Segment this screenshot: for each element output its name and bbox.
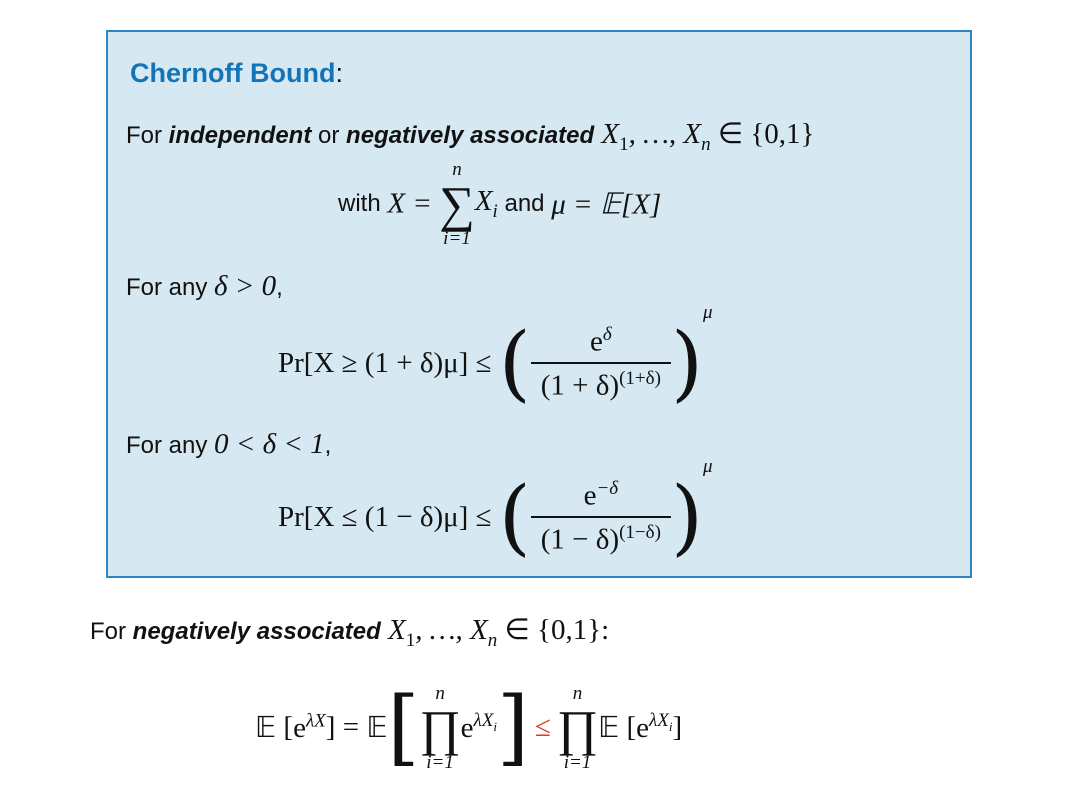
bracket-open: [ (276, 711, 294, 743)
delta-condition: δ > 0 (214, 270, 277, 302)
upper-denominator: (1 + δ)(1+δ) (530, 362, 671, 403)
upper-fraction: eδ (1 + δ)(1+δ) (530, 323, 671, 403)
product-operator-2: n∏i=1 (557, 684, 598, 772)
left-paren: ( (498, 469, 531, 565)
expectation-symbol: 𝔼 (255, 712, 277, 744)
mu-definition: μ = 𝔼[X] (551, 188, 662, 221)
lower-tail-lhs: Pr[X ≤ (1 − δ)μ] ≤ (278, 500, 499, 533)
assumption-line: For independent or negatively associated… (126, 116, 814, 156)
lower-denominator: (1 − δ)(1−δ) (530, 516, 671, 557)
summand-xi: Xi (474, 185, 498, 222)
highlighted-leq: ≤ (535, 711, 551, 743)
sum-lower-limit: i=1 (443, 228, 471, 249)
right-paren: ) (670, 469, 703, 565)
box-title: Chernoff Bound: (130, 58, 343, 89)
summation-operator: n∑i=1 (439, 160, 475, 248)
bracket-close: ] (672, 711, 683, 743)
and-label: and (497, 190, 552, 217)
negatively-associated-label: negatively associated (132, 618, 381, 645)
exp-lambda-x: eλX (293, 710, 326, 744)
big-bracket-close: ] (497, 680, 529, 775)
variables-x1: X1, …, Xn (380, 614, 498, 651)
title-text: Chernoff Bound (130, 58, 336, 88)
condition-delta-range: For any 0 < δ < 1, (126, 428, 331, 461)
equals-sign: = (335, 711, 367, 743)
pi-symbol: ∏ (419, 699, 461, 756)
or-label: or (311, 122, 347, 149)
for-label: For (126, 122, 169, 149)
for-label: For (90, 618, 133, 645)
pi-symbol-2: ∏ (556, 699, 599, 756)
variables-x1: X1, …, Xn (594, 118, 711, 155)
with-label: with (338, 190, 388, 217)
bracket-close: ] (325, 711, 336, 743)
sigma-symbol: ∑ (439, 176, 475, 232)
comma: , (324, 432, 332, 459)
negatively-associated-label: negatively associated (346, 122, 595, 149)
lower-numerator: e−δ (583, 477, 619, 512)
lower-tail-bound: Pr[X ≤ (1 − δ)μ] ≤ ( e−δ (1 − δ)(1−δ))μ (278, 456, 712, 565)
independent-label: independent (168, 122, 312, 149)
exp-lambda-xi: eλXi (636, 710, 673, 744)
upper-numerator: eδ (589, 323, 612, 358)
exp-lambda-xi: eλXi (460, 710, 497, 744)
chernoff-bound-box: Chernoff Bound: For independent or negat… (106, 30, 972, 578)
expectation-symbol: 𝔼 (366, 712, 388, 744)
exponent-mu: μ (702, 302, 713, 323)
lower-fraction: e−δ (1 − δ)(1−δ) (530, 477, 671, 557)
right-paren: ) (670, 315, 703, 411)
left-paren: ( (498, 315, 531, 411)
prod-upper-limit: n (435, 682, 445, 704)
prod-lower-limit: i=1 (426, 751, 454, 773)
x-equals: X = (387, 187, 440, 220)
title-colon: : (335, 58, 343, 88)
condition-delta-positive: For any δ > 0, (126, 270, 283, 303)
exponent-mu: μ (702, 456, 713, 477)
prod2-upper-limit: n (572, 682, 583, 704)
expectation-symbol: 𝔼 (598, 712, 620, 744)
binary-set: ∈ {0,1}: (497, 614, 610, 646)
for-any-label: For any (126, 274, 215, 301)
comma: , (276, 274, 283, 301)
prod2-lower-limit: i=1 (563, 751, 592, 773)
sum-upper-limit: n (452, 159, 462, 180)
binary-set: ∈ {0,1} (710, 118, 815, 150)
for-any-label: For any (126, 432, 215, 459)
negative-association-line: For negatively associated X1, …, Xn ∈ {0… (90, 612, 609, 652)
upper-tail-lhs: Pr[X ≥ (1 + δ)μ] ≤ (278, 346, 499, 379)
delta-range: 0 < δ < 1 (214, 428, 325, 460)
upper-tail-bound: Pr[X ≥ (1 + δ)μ] ≤ ( eδ (1 + δ)(1+δ))μ (278, 302, 712, 411)
big-bracket-open: [ (387, 680, 420, 775)
bracket-open: [ (619, 711, 637, 743)
product-operator: n∏i=1 (419, 684, 460, 772)
